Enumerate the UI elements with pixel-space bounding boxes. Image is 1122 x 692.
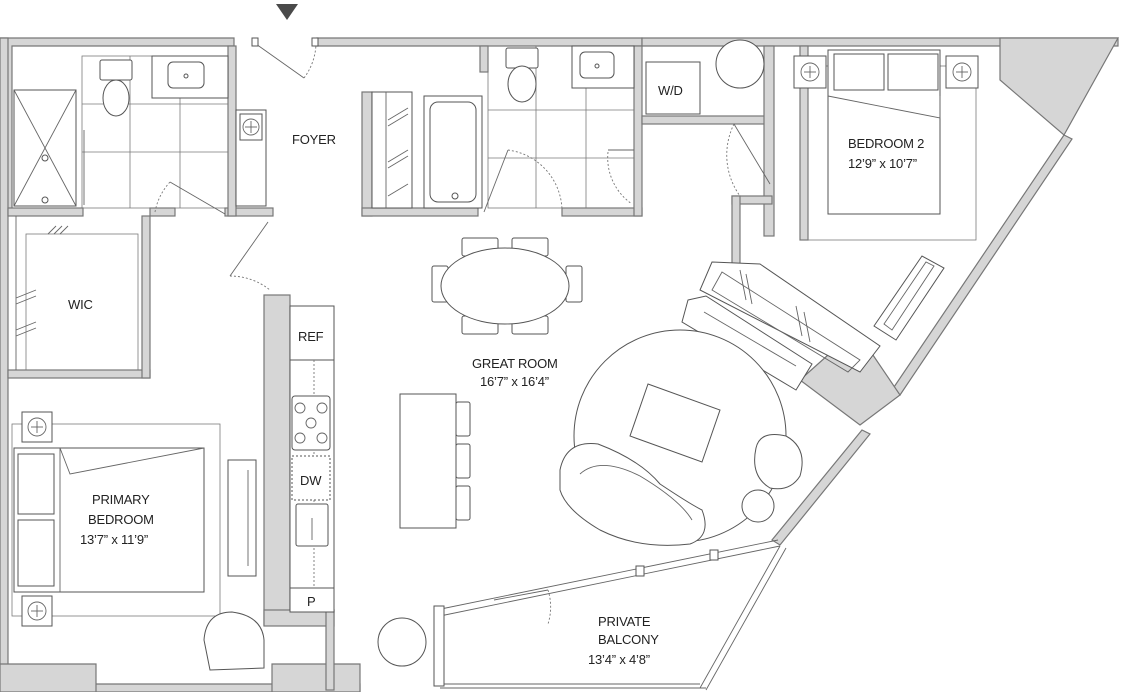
- triangle-down-icon: [276, 4, 298, 20]
- foyer: [229, 37, 319, 291]
- exterior-walls: [0, 37, 1120, 692]
- walk-in-closet: [15, 216, 139, 371]
- primary-bedroom-dimensions: 13’7” x 11’9”: [80, 532, 148, 547]
- kitchen: [289, 305, 471, 613]
- balcony-label: PRIVATE: [598, 614, 651, 629]
- second-bathroom: [371, 45, 635, 213]
- primary-bedroom-label: PRIMARY: [92, 492, 150, 507]
- refrigerator-label: REF: [298, 329, 324, 344]
- dishwasher-label: DW: [300, 473, 322, 488]
- primary-bedroom-furniture: [11, 411, 265, 671]
- balcony-dimensions: 13’4” x 4’8”: [588, 652, 650, 667]
- great-room-dimensions: 16’7” x 16’4”: [480, 374, 549, 389]
- primary-bedroom-label-2: BEDROOM: [88, 512, 154, 527]
- foyer-label: FOYER: [292, 132, 336, 147]
- interior-walls: [7, 45, 809, 691]
- bedroom2-label: BEDROOM 2: [848, 136, 924, 151]
- bedroom2-dimensions: 12’9” x 10’7”: [848, 156, 917, 171]
- living-area: [377, 329, 803, 687]
- room-labels: FOYER WIC PRIMARY BEDROOM 13’7” x 11’9” …: [68, 83, 924, 667]
- laundry: [645, 39, 771, 197]
- pantry-label: P: [307, 594, 315, 609]
- dining-table: [431, 237, 583, 335]
- bedroom2-furniture: [681, 49, 979, 391]
- great-room-label: GREAT ROOM: [472, 356, 558, 371]
- master-bathroom: [13, 55, 229, 215]
- wic-label: WIC: [68, 297, 93, 312]
- balcony-label-2: BALCONY: [598, 632, 659, 647]
- washer-dryer-label: W/D: [658, 83, 683, 98]
